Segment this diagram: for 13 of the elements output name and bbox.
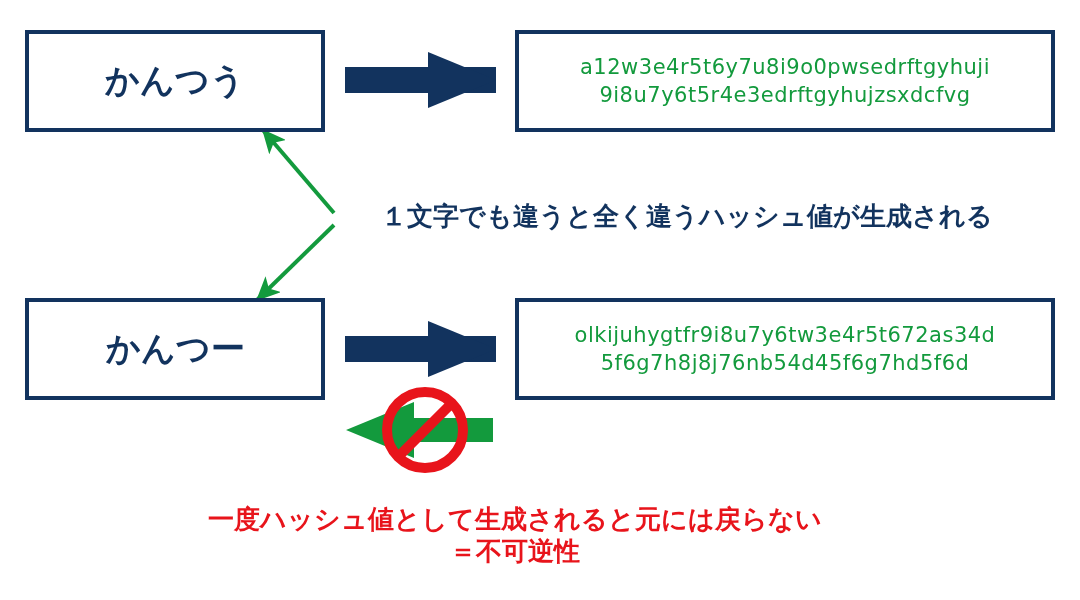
note-text: １文字でも違うと全く違うハッシュ値が生成される [381, 199, 993, 233]
input-word: かんつう [105, 59, 245, 102]
block-arrow [345, 52, 496, 108]
hash-value: olkijuhygtfr9i8u7y6tw3e4r5t672as34d 5f6g7h8j8j76nb54d45f6g7hd5f6d [573, 322, 997, 377]
hash-box [515, 298, 1055, 400]
hash-value: a12w3e4r5t6y7u8i9o0pwsedrftgyhuji 9i8u7y6t5r4e3edrftgyhujzsxdcfvg [579, 54, 991, 109]
input-word: かんつー [105, 327, 245, 370]
word-box [25, 298, 325, 400]
block-arrow [345, 321, 496, 377]
hash-box [515, 30, 1055, 132]
word-box [25, 30, 325, 132]
conclusion-text: 一度ハッシュ値として生成されると元には戻らない [208, 503, 822, 536]
conclusion-text: ＝不可逆性 [450, 535, 580, 568]
